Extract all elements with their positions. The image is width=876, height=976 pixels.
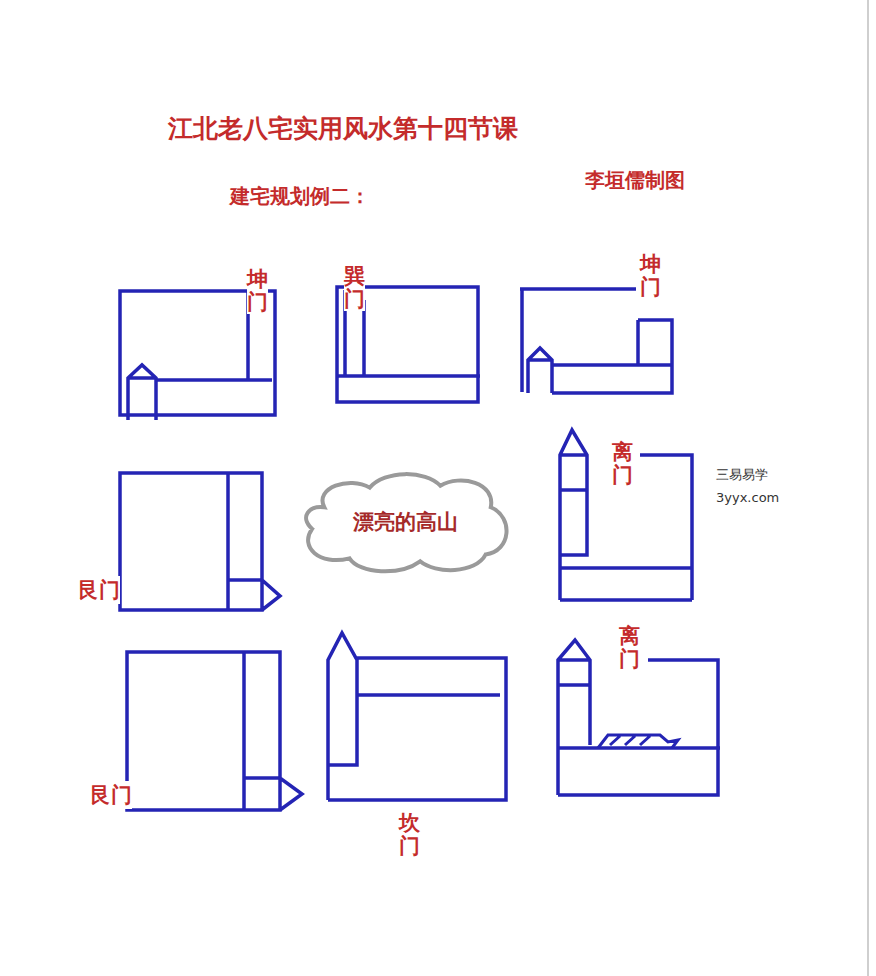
house-plan [520,289,672,393]
door-label: 离门 [612,441,633,487]
door-label: 坤门 [640,253,661,299]
subtitle: 建宅规划例二： [230,183,370,210]
mountain-cloud: 漂亮的高山 [294,468,516,576]
house-plan [560,430,692,600]
watermark-patch [705,455,785,511]
door-label: 艮门 [78,576,120,604]
door-label: 巽门 [344,265,365,311]
cloud-label: 漂亮的高山 [353,508,458,536]
door-label: 坤门 [247,268,268,314]
watermark: 3yyx.com [716,490,779,505]
door-label: 艮门 [90,781,132,809]
house-plan [127,652,302,810]
author: 李垣儒制图 [585,167,685,194]
door-label: 坎门 [399,812,420,858]
edge-rule [867,0,869,976]
house-plan [120,473,280,610]
house-plan [328,633,506,800]
cloud-outline [306,474,506,571]
door-label: 离门 [619,625,640,671]
title: 江北老八宅实用风水第十四节课 [168,112,518,145]
watermark: 三易易学 [716,466,768,484]
car-sketch [598,735,678,748]
